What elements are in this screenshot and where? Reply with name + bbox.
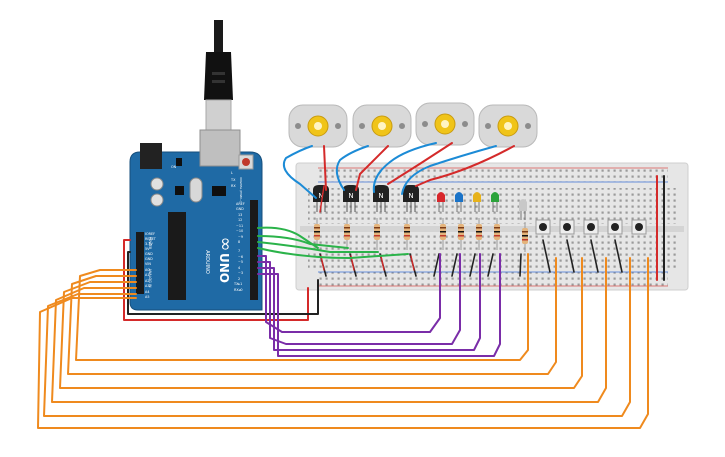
wire-purple[interactable] — [257, 253, 481, 351]
push-button-5[interactable] — [631, 219, 647, 235]
resistor[interactable] — [404, 218, 410, 250]
pin-gnd-b: GND — [145, 257, 153, 261]
dc-motor-3[interactable] — [415, 102, 475, 146]
pin-0: RX◂0 — [234, 288, 243, 292]
pin-reset: RESET — [145, 237, 157, 241]
transistor-3-label: N — [378, 192, 383, 200]
pin-gnd-a: GND — [145, 252, 153, 256]
wire-orange[interactable] — [43, 257, 631, 417]
wire-orange[interactable] — [37, 257, 649, 429]
pin-5: ~5 — [238, 260, 243, 264]
wire-red[interactable] — [387, 142, 453, 185]
analog-label: ANALOG IN — [148, 269, 152, 288]
pin-7: 7 — [238, 249, 240, 253]
resistor[interactable] — [494, 218, 500, 250]
pin-a1: A1 — [145, 273, 149, 277]
transistor-4[interactable]: N — [403, 185, 419, 212]
push-button-4[interactable] — [607, 219, 623, 235]
transistor-2[interactable]: N — [343, 185, 359, 212]
wire-blue[interactable] — [335, 145, 369, 191]
tx-label: TX — [230, 178, 236, 182]
rx-label: RX — [231, 184, 236, 188]
wire-blue[interactable] — [401, 145, 497, 195]
resistor[interactable] — [522, 222, 528, 252]
board-brand: ARDUINO — [204, 250, 210, 274]
transistor-4-label: N — [408, 192, 413, 200]
wire-black[interactable] — [127, 251, 319, 315]
power-label: POWER — [148, 237, 152, 250]
arduino-uno-board[interactable]: ∞ UNO ARDUINO DIGITAL (PWM~) POWER ANALO… — [129, 20, 263, 311]
l-label: L — [231, 171, 233, 175]
wire-green[interactable] — [257, 247, 409, 259]
pin-4: 4 — [238, 266, 240, 270]
resistor[interactable] — [476, 218, 482, 250]
wire-orange[interactable] — [67, 257, 557, 375]
dc-motor-2[interactable] — [352, 104, 412, 148]
usb-cable[interactable] — [204, 20, 233, 131]
led-white[interactable] — [519, 199, 527, 220]
pin-a4: A4 — [145, 290, 149, 294]
pin-9: ~9 — [238, 235, 243, 239]
breadboard — [295, 162, 689, 291]
pin-11: ~11 — [236, 224, 243, 228]
pin-vin: VIN — [145, 262, 151, 266]
wire-orange[interactable] — [59, 257, 583, 389]
pin-8: 8 — [238, 240, 240, 244]
wire-purple[interactable] — [257, 253, 461, 345]
wire-blue[interactable] — [372, 142, 437, 193]
resistor[interactable] — [344, 218, 350, 250]
pin-2: 2 — [238, 277, 240, 281]
pin-3v3: 3.3V — [145, 242, 153, 246]
wire-red[interactable] — [323, 145, 327, 191]
transistor-3[interactable]: N — [373, 185, 389, 212]
pin-a5: A5 — [145, 295, 149, 299]
resistor[interactable] — [440, 218, 446, 250]
wire-green[interactable] — [257, 226, 319, 249]
pin-ioref: IOREF — [145, 232, 155, 236]
wire-red[interactable] — [123, 239, 309, 321]
resistor[interactable] — [458, 218, 464, 250]
wire-orange[interactable] — [51, 257, 607, 403]
pin-12: 12 — [238, 218, 242, 222]
dc-motor-1[interactable] — [288, 104, 348, 148]
transistor-1-label: N — [318, 192, 323, 200]
transistor-2-label: N — [348, 192, 353, 200]
resistors — [314, 218, 528, 252]
wire-red[interactable] — [355, 145, 389, 191]
resistor[interactable] — [374, 218, 380, 250]
digital-label: DIGITAL (PWM~) — [239, 178, 243, 203]
pin-10: ~10 — [236, 229, 243, 233]
pin-a0: A0 — [145, 268, 149, 272]
push-button-3[interactable] — [583, 219, 599, 235]
wire-orange[interactable] — [75, 253, 529, 361]
led-blue[interactable] — [455, 192, 463, 212]
wire-red[interactable] — [415, 145, 515, 187]
wire-blue[interactable] — [282, 145, 317, 199]
pin-3: ~3 — [238, 271, 243, 275]
pin-5v: 5V — [145, 247, 150, 251]
wire-purple[interactable] — [257, 253, 501, 357]
push-button-2[interactable] — [559, 219, 575, 235]
led-green[interactable] — [491, 192, 499, 212]
on-label: ON — [171, 165, 177, 169]
pin-a3: A3 — [145, 284, 149, 288]
push-button-1[interactable] — [535, 219, 551, 235]
arduino-logo: ∞ — [215, 237, 236, 252]
wire-purple[interactable] — [257, 253, 441, 333]
led-red[interactable] — [437, 192, 445, 212]
pin-1: TX▸1 — [233, 282, 242, 286]
wire-green[interactable] — [257, 241, 379, 253]
dc-motor-4[interactable] — [478, 104, 538, 148]
pin-6: ~6 — [238, 255, 243, 259]
pin-gnd: GND — [236, 207, 244, 211]
led-yellow[interactable] — [473, 192, 481, 212]
pin-a2: A2 — [145, 279, 149, 283]
pin-aref: AREF — [236, 202, 245, 206]
board-name: UNO — [217, 253, 231, 283]
wire-green[interactable] — [257, 235, 349, 249]
pin-13: 13 — [238, 213, 242, 217]
